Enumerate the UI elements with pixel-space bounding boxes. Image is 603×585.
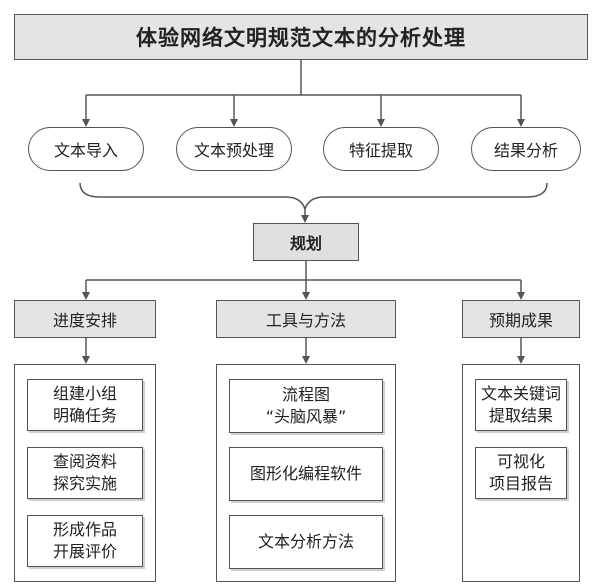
results-item-1: 文本关键词 提取结果: [475, 379, 567, 431]
plan-node: 规划: [253, 223, 359, 261]
header-expected-results: 预期成果: [462, 300, 580, 338]
schedule-item-3: 形成作品 开展评价: [27, 515, 143, 567]
tools-item-2: 图形化编程软件: [229, 447, 383, 501]
schedule-item-1: 组建小组 明确任务: [27, 379, 143, 431]
tools-item-1: 流程图 “头脑风暴”: [229, 379, 383, 433]
panel-expected-results: 文本关键词 提取结果 可视化 项目报告: [462, 364, 580, 582]
panel-schedule: 组建小组 明确任务 查阅资料 探究实施 形成作品 开展评价: [14, 364, 156, 582]
step-result-analysis: 结果分析: [471, 127, 581, 171]
step-text-preprocess: 文本预处理: [176, 127, 292, 171]
header-schedule: 进度安排: [14, 300, 156, 338]
panel-tools-methods: 流程图 “头脑风暴” 图形化编程软件 文本分析方法: [216, 364, 396, 582]
grouping-brace: [79, 182, 548, 212]
header-tools-methods: 工具与方法: [216, 300, 396, 338]
schedule-item-2: 查阅资料 探究实施: [27, 447, 143, 499]
step-text-import: 文本导入: [28, 127, 144, 171]
results-item-2: 可视化 项目报告: [475, 447, 567, 499]
step-feature-extraction: 特征提取: [323, 127, 439, 171]
diagram-title: 体验网络文明规范文本的分析处理: [14, 14, 588, 60]
tools-item-3: 文本分析方法: [229, 515, 383, 569]
